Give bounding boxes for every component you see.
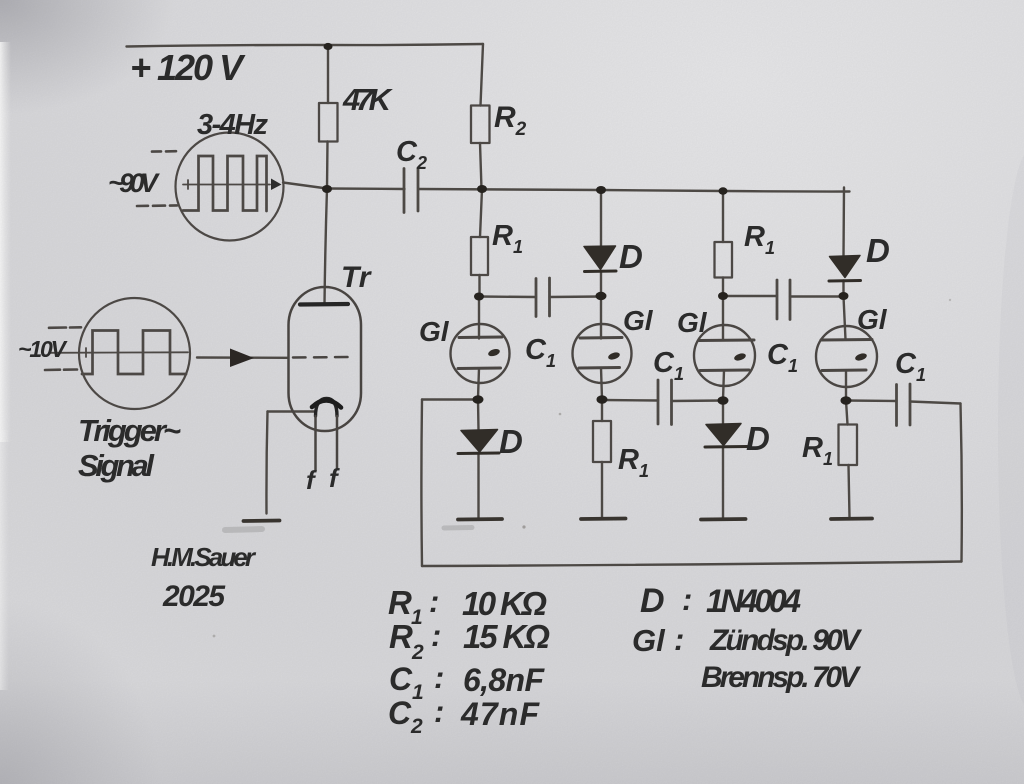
svg-text:D: D (640, 582, 665, 620)
svg-text:3-4Hz: 3-4Hz (197, 109, 269, 141)
svg-text:D: D (499, 423, 523, 460)
svg-text::: : (431, 618, 441, 653)
svg-text:1: 1 (412, 681, 424, 704)
svg-text:f: f (329, 463, 340, 493)
svg-text:1N4004: 1N4004 (706, 583, 801, 619)
svg-text:15 KΩ: 15 KΩ (463, 618, 550, 655)
svg-text:Gl: Gl (677, 307, 708, 338)
svg-text:Gl: Gl (419, 316, 450, 347)
svg-text:2: 2 (410, 715, 423, 738)
svg-text:Gl: Gl (623, 305, 654, 336)
svg-text:D: D (866, 232, 890, 269)
svg-text:1: 1 (411, 606, 423, 629)
svg-text:47nF: 47nF (460, 696, 540, 732)
svg-text:~10V: ~10V (18, 336, 68, 362)
svg-text:10 KΩ: 10 KΩ (462, 585, 547, 622)
svg-text:Zündsp. 90V: Zündsp. 90V (709, 624, 863, 657)
svg-text:R: R (389, 618, 413, 655)
svg-text:2: 2 (411, 641, 424, 664)
svg-text:H.M.Sauer: H.M.Sauer (151, 542, 257, 572)
svg-text:Signal: Signal (78, 448, 155, 483)
svg-text:Gl: Gl (632, 623, 666, 658)
svg-text::: : (429, 584, 439, 619)
svg-text:D: D (619, 238, 643, 275)
svg-text::: : (682, 582, 692, 617)
svg-text::: : (434, 694, 444, 729)
svg-text:R: R (388, 584, 412, 621)
svg-text:C: C (388, 695, 412, 731)
svg-text:f: f (306, 465, 317, 495)
svg-text:+ 120 V: + 120 V (130, 47, 246, 88)
svg-text::: : (674, 622, 684, 657)
svg-text:~90V: ~90V (108, 168, 160, 198)
svg-text:Trigger~: Trigger~ (78, 413, 181, 448)
svg-text:Tr: Tr (341, 261, 373, 294)
svg-text:D: D (746, 420, 770, 457)
svg-text::: : (434, 660, 444, 695)
svg-text:C: C (389, 661, 413, 697)
svg-text:6,8nF: 6,8nF (463, 662, 545, 698)
svg-text:Gl: Gl (857, 304, 888, 335)
svg-text:47K: 47K (342, 82, 394, 117)
svg-text:2025: 2025 (162, 580, 226, 613)
svg-text:Brennsp. 70V: Brennsp. 70V (701, 661, 862, 694)
